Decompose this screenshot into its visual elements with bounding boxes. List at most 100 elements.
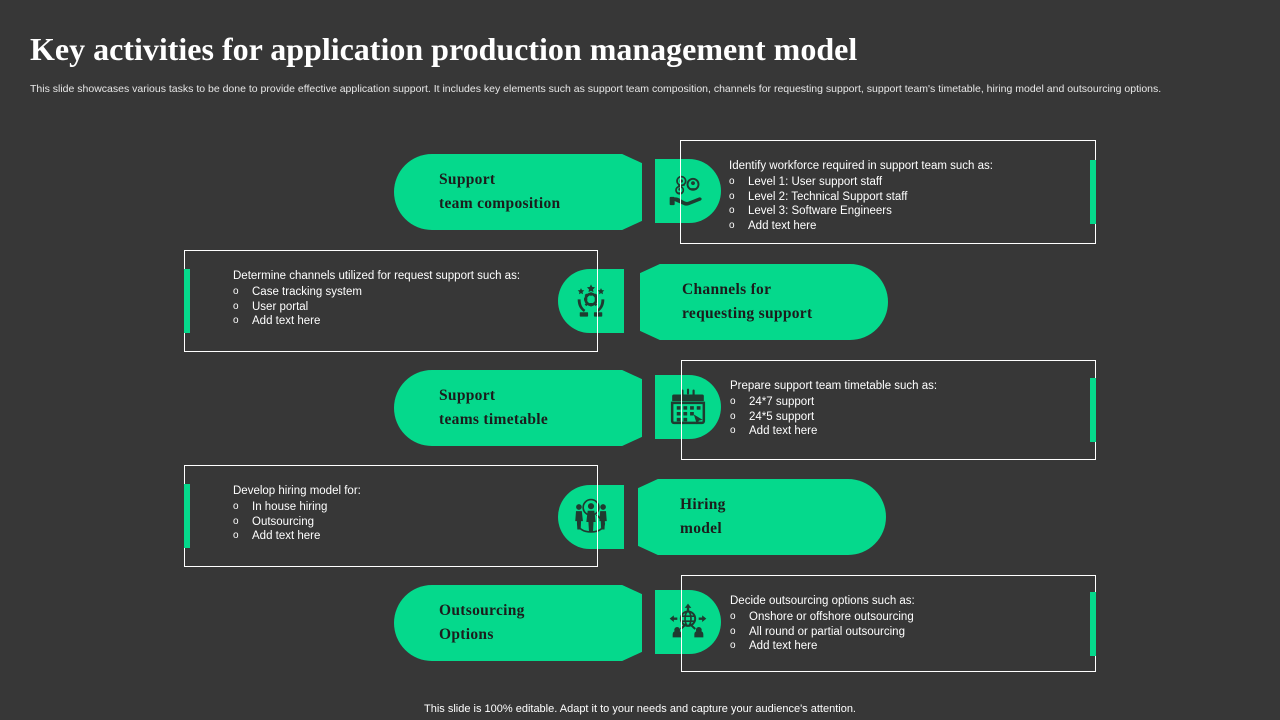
activity-bullet-text: Add text here: [749, 425, 818, 437]
activity-bullet-item: o Add text here: [729, 219, 1077, 234]
support-channels-icon: [558, 269, 624, 333]
activity-bullet-item: o Case tracking system: [233, 285, 579, 300]
activity-bullet-text: 24*5 support: [749, 410, 815, 423]
page-subtitle: This slide showcases various tasks to be…: [30, 83, 1162, 95]
activity-label-line: Channels for: [682, 281, 772, 298]
activity-label-line: team composition: [439, 195, 561, 212]
bullet-marker-icon: o: [730, 611, 736, 622]
activity-row: Hiring model Develop hiring model for: o In…: [0, 465, 1280, 575]
activity-row: Support team composition Identify workfor…: [0, 140, 1280, 250]
activity-bullet-text: Onshore or offshore outsourcing: [749, 611, 914, 623]
accent-bar: [1090, 378, 1096, 442]
activity-description-heading: Identify workforce required in support t…: [729, 160, 993, 172]
activity-bullet-item: o In house hiring: [233, 500, 579, 515]
activity-bullet-item: o Level 3: Software Engineers: [729, 204, 1077, 219]
activity-bullet-item: o Add text here: [730, 424, 1077, 439]
activity-bullet-text: Level 2: Technical Support staff: [748, 190, 908, 203]
activity-bullet-text: Level 3: Software Engineers: [748, 205, 892, 217]
bullet-marker-icon: o: [729, 205, 735, 216]
activity-label-line: Options: [439, 626, 494, 643]
activity-row: Support teams timetable: [0, 360, 1280, 470]
activity-bullet-item: o 24*5 support: [730, 410, 1077, 425]
page-title: Key activities for application productio…: [30, 31, 858, 67]
bullet-marker-icon: o: [233, 286, 239, 297]
activity-description-content: Prepare support team timetable such as: o…: [682, 361, 1095, 459]
activity-description-heading: Prepare support team timetable such as:: [730, 380, 938, 392]
activity-description-box: Identify workforce required in support t…: [680, 140, 1096, 244]
activity-label-chip[interactable]: Channels for requesting support: [640, 264, 888, 340]
activity-bullet-item: o Add text here: [233, 529, 579, 544]
footer-note: This slide is 100% editable. Adapt it to…: [424, 703, 856, 715]
bullet-marker-icon: o: [730, 625, 736, 637]
activity-label-line: Support: [439, 171, 496, 188]
team-composition-icon: [655, 159, 721, 223]
activity-description-heading: Develop hiring model for:: [233, 485, 361, 497]
calendar-icon: [655, 375, 721, 439]
activity-row: Channels for requesting support: [0, 250, 1280, 360]
bullet-marker-icon: o: [730, 396, 736, 407]
activity-bullet-text: Add text here: [252, 530, 321, 542]
activity-bullet-item: o 24*7 support: [730, 395, 1077, 410]
activity-bullet-text: User portal: [252, 300, 309, 313]
accent-bar: [184, 269, 190, 333]
bullet-marker-icon: o: [729, 219, 735, 231]
accent-bar: [1090, 160, 1096, 224]
activity-bullet-text: In house hiring: [252, 501, 328, 513]
bullet-marker-icon: o: [730, 425, 736, 436]
bullet-marker-icon: o: [729, 190, 735, 202]
activity-label-line: model: [680, 520, 722, 537]
activity-label-chip[interactable]: Hiring model: [638, 479, 886, 555]
activity-bullet-item: o Outsourcing: [233, 515, 579, 530]
activity-description-content: Decide outsourcing options such as: o Onsh…: [682, 576, 1095, 671]
activity-bullet-item: o Level 2: Technical Support staff: [729, 190, 1077, 205]
bullet-marker-icon: o: [233, 300, 239, 312]
activity-bullet-item: o Add text here: [233, 314, 579, 329]
bullet-marker-icon: o: [729, 176, 735, 187]
accent-bar: [1090, 591, 1096, 656]
activity-label-line: Support: [439, 387, 496, 404]
activity-bullet-text: 24*7 support: [749, 396, 815, 408]
bullet-marker-icon: o: [233, 501, 239, 512]
activity-description-content: Determine channels utilized for request …: [185, 251, 597, 351]
activity-bullet-item: o Onshore or offshore outsourcing: [730, 610, 1077, 625]
activity-bullet-text: Level 1: User support staff: [748, 176, 883, 188]
activity-bullet-item: o Level 1: User support staff: [729, 175, 1077, 190]
activity-description-heading: Determine channels utilized for request …: [233, 270, 521, 282]
activity-label-chip[interactable]: Support teams timetable: [394, 370, 642, 446]
activity-label-line: requesting support: [682, 305, 813, 322]
activity-description-box: Decide outsourcing options such as: o Onsh…: [681, 575, 1096, 672]
activity-description-box: Develop hiring model for: o In house hirin…: [184, 465, 598, 567]
activity-bullet-text: Add text here: [749, 640, 818, 652]
activity-label-line: Hiring: [680, 496, 726, 513]
activity-description-content: Develop hiring model for: o In house hirin…: [185, 466, 597, 566]
hiring-people-icon: [558, 485, 624, 549]
accent-bar: [184, 484, 190, 548]
activity-bullet-text: Add text here: [748, 219, 817, 232]
globe-outsourcing-icon: [655, 590, 721, 654]
activity-description-heading: Decide outsourcing options such as:: [730, 595, 915, 607]
activity-description-box: Determine channels utilized for request …: [184, 250, 598, 352]
activity-description-content: Identify workforce required in support t…: [681, 141, 1095, 243]
bullet-marker-icon: o: [233, 515, 239, 527]
activity-description-box: Prepare support team timetable such as: o…: [681, 360, 1096, 460]
bullet-marker-icon: o: [730, 640, 736, 651]
bullet-marker-icon: o: [233, 530, 239, 541]
activity-label-line: teams timetable: [439, 411, 549, 428]
activity-bullet-text: Add text here: [252, 315, 321, 327]
activity-label-chip[interactable]: Support team composition: [394, 154, 642, 230]
activity-bullet-text: Case tracking system: [252, 286, 362, 298]
activity-label-line: Outsourcing: [439, 602, 525, 619]
bullet-marker-icon: o: [730, 410, 736, 422]
activity-bullet-item: o Add text here: [730, 639, 1077, 654]
activity-bullet-text: Outsourcing: [252, 515, 315, 528]
bullet-marker-icon: o: [233, 315, 239, 326]
activity-bullet-text: All round or partial outsourcing: [749, 625, 905, 638]
